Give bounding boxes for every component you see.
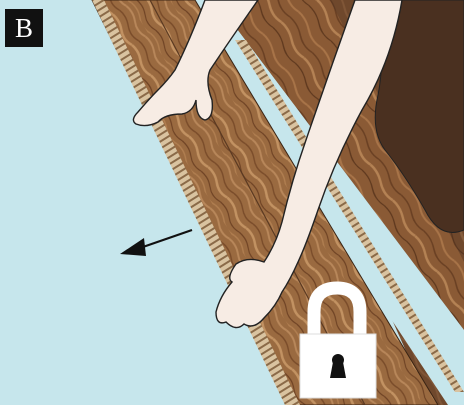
panel-label-badge: B (5, 9, 43, 47)
